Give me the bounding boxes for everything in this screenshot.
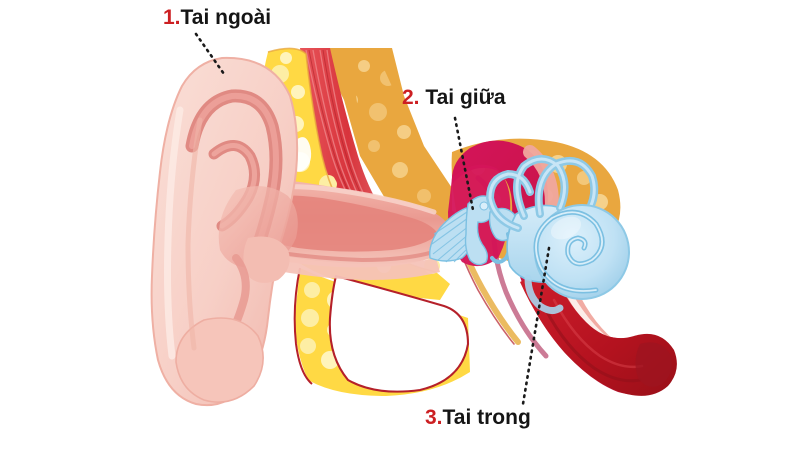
label-middle-ear-text: Tai giữa: [425, 86, 506, 109]
label-inner-ear: 3.Tai trong: [425, 406, 531, 430]
eustachian-tube-opening: [520, 266, 677, 396]
ear-drum: [429, 207, 475, 263]
label-outer-ear-text: Tai ngoài: [180, 6, 272, 29]
mastoid-air-cavity: [293, 267, 470, 396]
label-inner-ear-number: 3.: [425, 406, 443, 429]
leader-lines: [194, 32, 551, 406]
cochlea: [533, 204, 630, 300]
ear-lobe: [175, 317, 264, 403]
label-middle-ear: 2. Tai giữa: [402, 86, 506, 110]
label-outer-ear: 1.Tai ngoài: [163, 6, 271, 30]
leader-line-2: [453, 116, 475, 212]
auricle-pinna: [150, 56, 299, 406]
middle-ear-group: [429, 164, 538, 267]
leader-line-1: [194, 32, 226, 76]
inner-ear-group: [485, 155, 630, 315]
leader-line-3: [521, 246, 551, 406]
label-inner-ear-text: Tai trong: [442, 406, 531, 429]
label-outer-ear-number: 1.: [163, 6, 181, 29]
label-middle-ear-number: 2.: [402, 86, 420, 109]
